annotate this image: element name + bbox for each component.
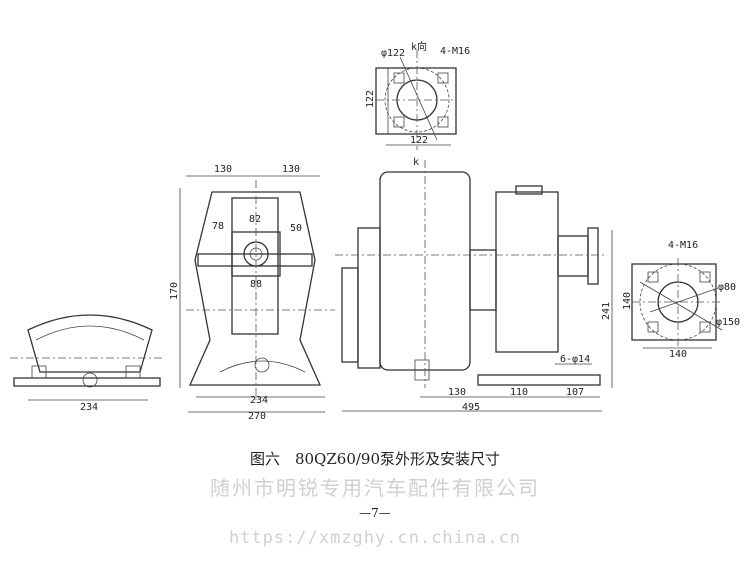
dim-88: 88 <box>250 279 262 290</box>
dim-234: 234 <box>250 395 268 406</box>
dim-241: 241 <box>601 302 612 320</box>
dim-140-vertical: 140 <box>622 292 633 310</box>
watermark-url: https://xmzghy.cn.china.cn <box>228 528 522 548</box>
outlet-flange-view: 4-M16 φ80 140 φ150 140 <box>622 240 740 360</box>
figure-caption: 图六 80QZ60/90泵外形及安装尺寸 <box>249 450 501 468</box>
dim-140-horizontal: 140 <box>669 349 687 360</box>
saddle-view: 234 <box>10 314 165 413</box>
dim-122-horizontal: 122 <box>410 135 428 146</box>
dim-phi80: φ80 <box>718 282 736 293</box>
dim-107: 107 <box>566 387 584 398</box>
k-arrow-label: k <box>413 157 419 168</box>
dim-130-right: 130 <box>282 164 300 175</box>
dim-saddle-234: 234 <box>80 402 98 413</box>
dim-495: 495 <box>462 402 480 413</box>
front-view: 130 130 170 78 82 50 88 234 270 <box>169 164 335 422</box>
dim-170: 170 <box>169 282 180 300</box>
dim-50: 50 <box>290 223 302 234</box>
k-view-flange: φ122 k向 4-M16 122 122 k <box>365 40 470 168</box>
page-number: —7— <box>359 506 391 520</box>
dim-phi150: φ150 <box>716 317 740 328</box>
dim-110: 110 <box>510 387 528 398</box>
dim-270: 270 <box>248 411 266 422</box>
dim-130-left: 130 <box>214 164 232 175</box>
dim-78: 78 <box>212 221 224 232</box>
dim-4m16-top: 4-M16 <box>440 46 470 57</box>
dim-82: 82 <box>249 214 261 225</box>
dim-4m16-flange: 4-M16 <box>668 240 698 251</box>
dim-phi122: φ122 <box>381 48 405 59</box>
dim-6-phi14: 6-φ14 <box>560 354 590 365</box>
dim-130-side: 130 <box>448 387 466 398</box>
side-view: 241 6-φ14 130 110 107 495 <box>335 160 613 413</box>
dim-122-vertical: 122 <box>365 90 376 108</box>
watermark-company: 随州市明锐专用汽车配件有限公司 <box>210 476 540 500</box>
k-view-label: k向 <box>411 40 427 53</box>
